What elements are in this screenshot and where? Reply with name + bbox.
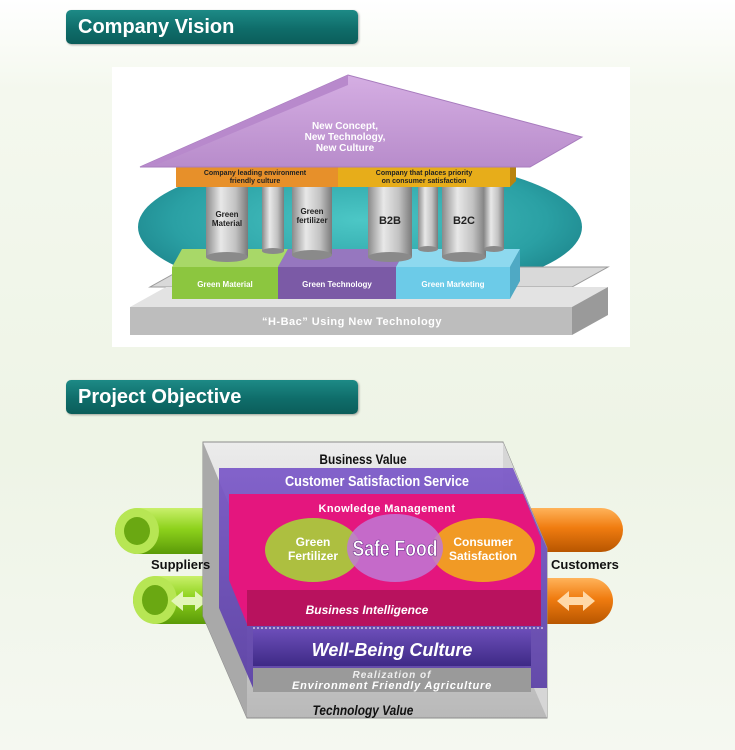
block-green-marketing bbox=[396, 249, 520, 299]
company-vision-diagram: “H-Bac” Using New Technology Green Mater… bbox=[112, 67, 630, 347]
realization-label-2: Environment Friendly Agriculture bbox=[292, 680, 492, 692]
bi-label: Business Intelligence bbox=[306, 603, 429, 617]
pillar-b2c-label: B2C bbox=[453, 215, 475, 227]
suppliers-label: Suppliers bbox=[151, 557, 210, 572]
roof-label-3: New Culture bbox=[316, 143, 375, 154]
block-green-material bbox=[172, 249, 288, 299]
roof bbox=[139, 74, 584, 168]
pillar-2 bbox=[262, 185, 284, 254]
bi-band bbox=[247, 590, 541, 626]
roof-label-1: New Concept, bbox=[312, 121, 378, 132]
consumer-satisfaction-label-2: Satisfaction bbox=[449, 549, 517, 563]
wbc-label: Well-Being Culture bbox=[312, 640, 473, 660]
suppliers-arrow-icon bbox=[171, 591, 207, 611]
company-vision-header: Company Vision bbox=[66, 10, 358, 44]
roof-label-2: New Technology, bbox=[305, 132, 386, 143]
project-objective-diagram: Business Value Customer Satisfaction Ser… bbox=[105, 438, 635, 743]
green-fertilizer-circle bbox=[265, 518, 361, 582]
block-green-marketing-label: Green Marketing bbox=[421, 280, 484, 289]
pillar-green-material-label-1: Green bbox=[215, 210, 238, 219]
pillar-b2b-label: B2B bbox=[379, 215, 401, 227]
safe-food-label: Safe Food bbox=[352, 537, 437, 561]
beam-left-label-2: friendly culture bbox=[230, 178, 281, 185]
pillar-4 bbox=[368, 185, 412, 262]
safe-food-circle bbox=[347, 514, 443, 582]
customers-label: Customers bbox=[551, 557, 619, 572]
pillar-7 bbox=[484, 185, 504, 252]
green-fertilizer-label-1: Green bbox=[296, 535, 331, 549]
pillar-5 bbox=[418, 185, 438, 252]
css-label: Customer Satisfaction Service bbox=[285, 472, 469, 489]
pillar-green-material-label-2: Material bbox=[212, 219, 242, 228]
pillar-green-fertilizer-label-1: Green bbox=[300, 207, 323, 216]
realization-band bbox=[253, 668, 531, 692]
realization-label-1: Realization of bbox=[352, 670, 432, 681]
project-objective-header: Project Objective bbox=[66, 380, 358, 414]
wbc-band bbox=[253, 630, 531, 666]
pillar-1 bbox=[206, 185, 248, 262]
consumer-satisfaction-circle bbox=[431, 518, 535, 582]
business-value-label: Business Value bbox=[319, 451, 406, 467]
base-label: “H-Bac” Using New Technology bbox=[262, 316, 442, 328]
block-green-technology-label: Green Technology bbox=[302, 280, 372, 289]
pillar-green-fertilizer-label-2: fertilizer bbox=[296, 216, 327, 225]
pillar-3 bbox=[292, 185, 332, 260]
km-label: Knowledge Management bbox=[319, 503, 456, 515]
pillar-6 bbox=[442, 185, 486, 262]
beam-right-label-1: Company that places priority bbox=[376, 170, 473, 177]
beam-left-label-1: Company leading environment bbox=[204, 170, 307, 177]
technology-value-label: Technology Value bbox=[313, 702, 414, 718]
block-green-material-label: Green Material bbox=[197, 280, 253, 289]
customers-arrow-icon bbox=[557, 591, 595, 611]
beam-right-label-2: on consumer satisfaction bbox=[382, 178, 467, 185]
consumer-satisfaction-label-1: Consumer bbox=[453, 535, 513, 549]
green-fertilizer-label-2: Fertilizer bbox=[288, 549, 338, 563]
